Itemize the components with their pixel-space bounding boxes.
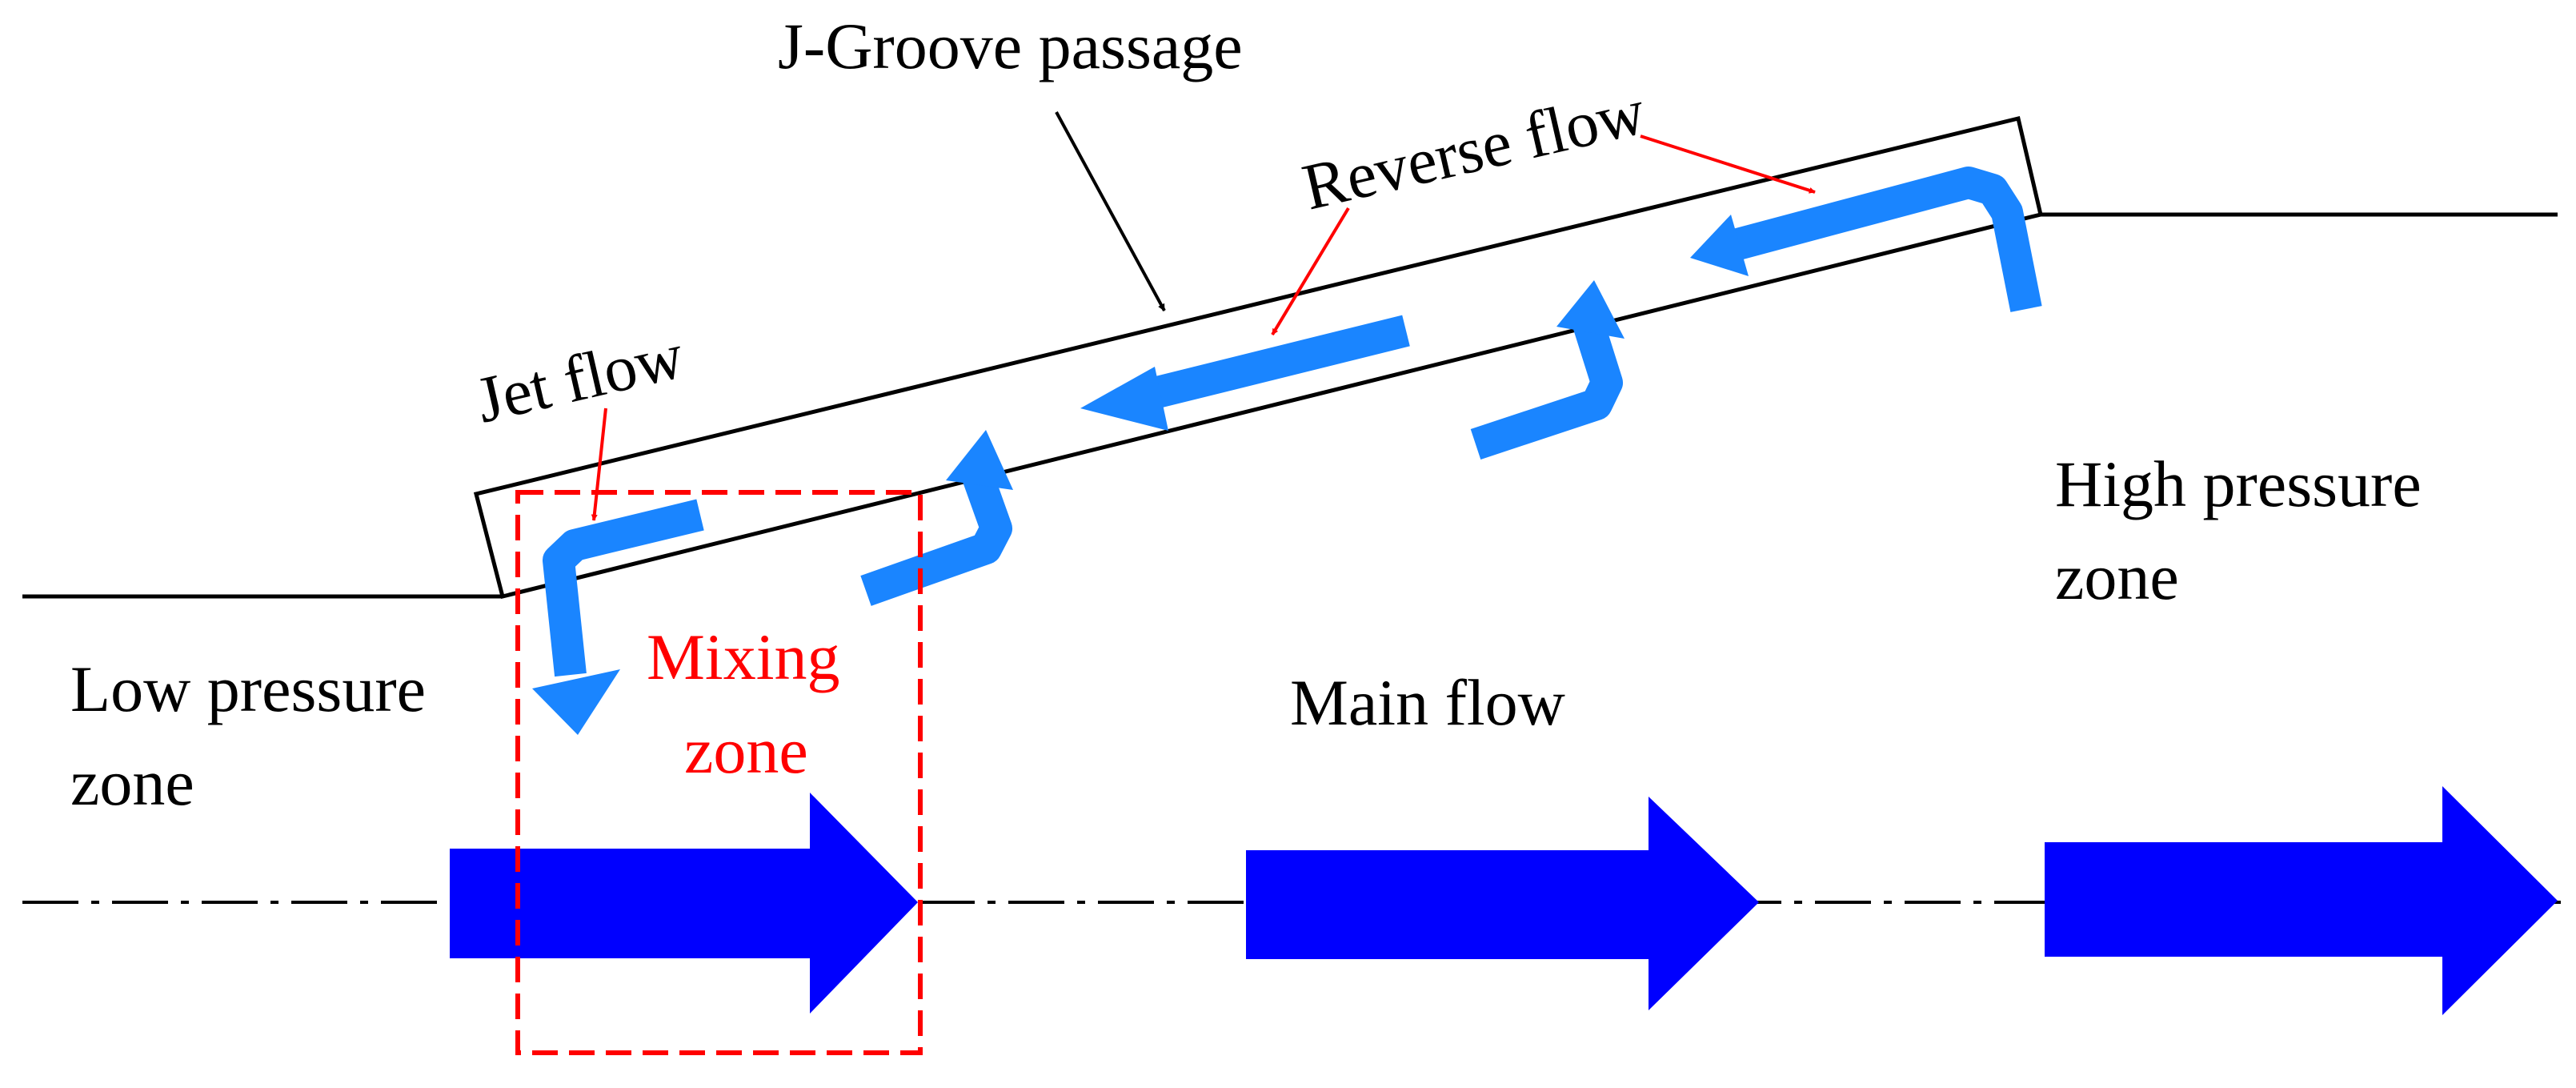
- reverse-flow-arrowhead-middle: [1080, 367, 1168, 431]
- mixing-zone-label-line1: Mixing: [647, 620, 839, 693]
- main-flow-arrow-3: [2045, 786, 2558, 1015]
- recirculation-arrow-right: [1470, 319, 1623, 460]
- reverse-flow-arrow-middle: [1140, 315, 1410, 412]
- main-flow-arrow-2: [1246, 797, 1759, 1010]
- recirculation-arrowhead-right: [1556, 280, 1625, 339]
- groove-passage-label: J-Groove passage: [778, 10, 1243, 82]
- main-flow-label: Main flow: [1290, 666, 1565, 739]
- jet-flow-leader: [591, 407, 607, 521]
- mixing-zone-box: [515, 490, 923, 1055]
- jet-flow-arrow: [543, 499, 704, 677]
- low-pressure-label-line1: Low pressure: [70, 652, 426, 725]
- mixing-zone-label-line2: zone: [684, 714, 808, 787]
- reverse-flow-arrow-top: [1730, 167, 2042, 312]
- high-pressure-label-line1: High pressure: [2055, 448, 2422, 520]
- reverse-flow-leader-2: [1640, 134, 1816, 194]
- groove-mouth-dashed-line: [502, 213, 2041, 598]
- groove-passage-leader: [1055, 111, 1166, 311]
- reverse-flow-label: Reverse flow: [1296, 74, 1652, 224]
- jet-flow-label: Jet flow: [470, 319, 691, 437]
- reverse-flow-leader-1: [1271, 207, 1350, 336]
- reverse-flow-arrowhead-top: [1690, 215, 1749, 276]
- low-pressure-label-line2: zone: [70, 746, 194, 819]
- jet-flow-arrowhead: [532, 669, 620, 735]
- high-pressure-label-line2: zone: [2055, 540, 2179, 613]
- groove-outline: [473, 115, 2043, 600]
- recirculation-arrow-left: [860, 467, 1012, 606]
- main-flow-arrow-1: [450, 793, 918, 1014]
- recirculation-arrowhead-left: [946, 430, 1013, 490]
